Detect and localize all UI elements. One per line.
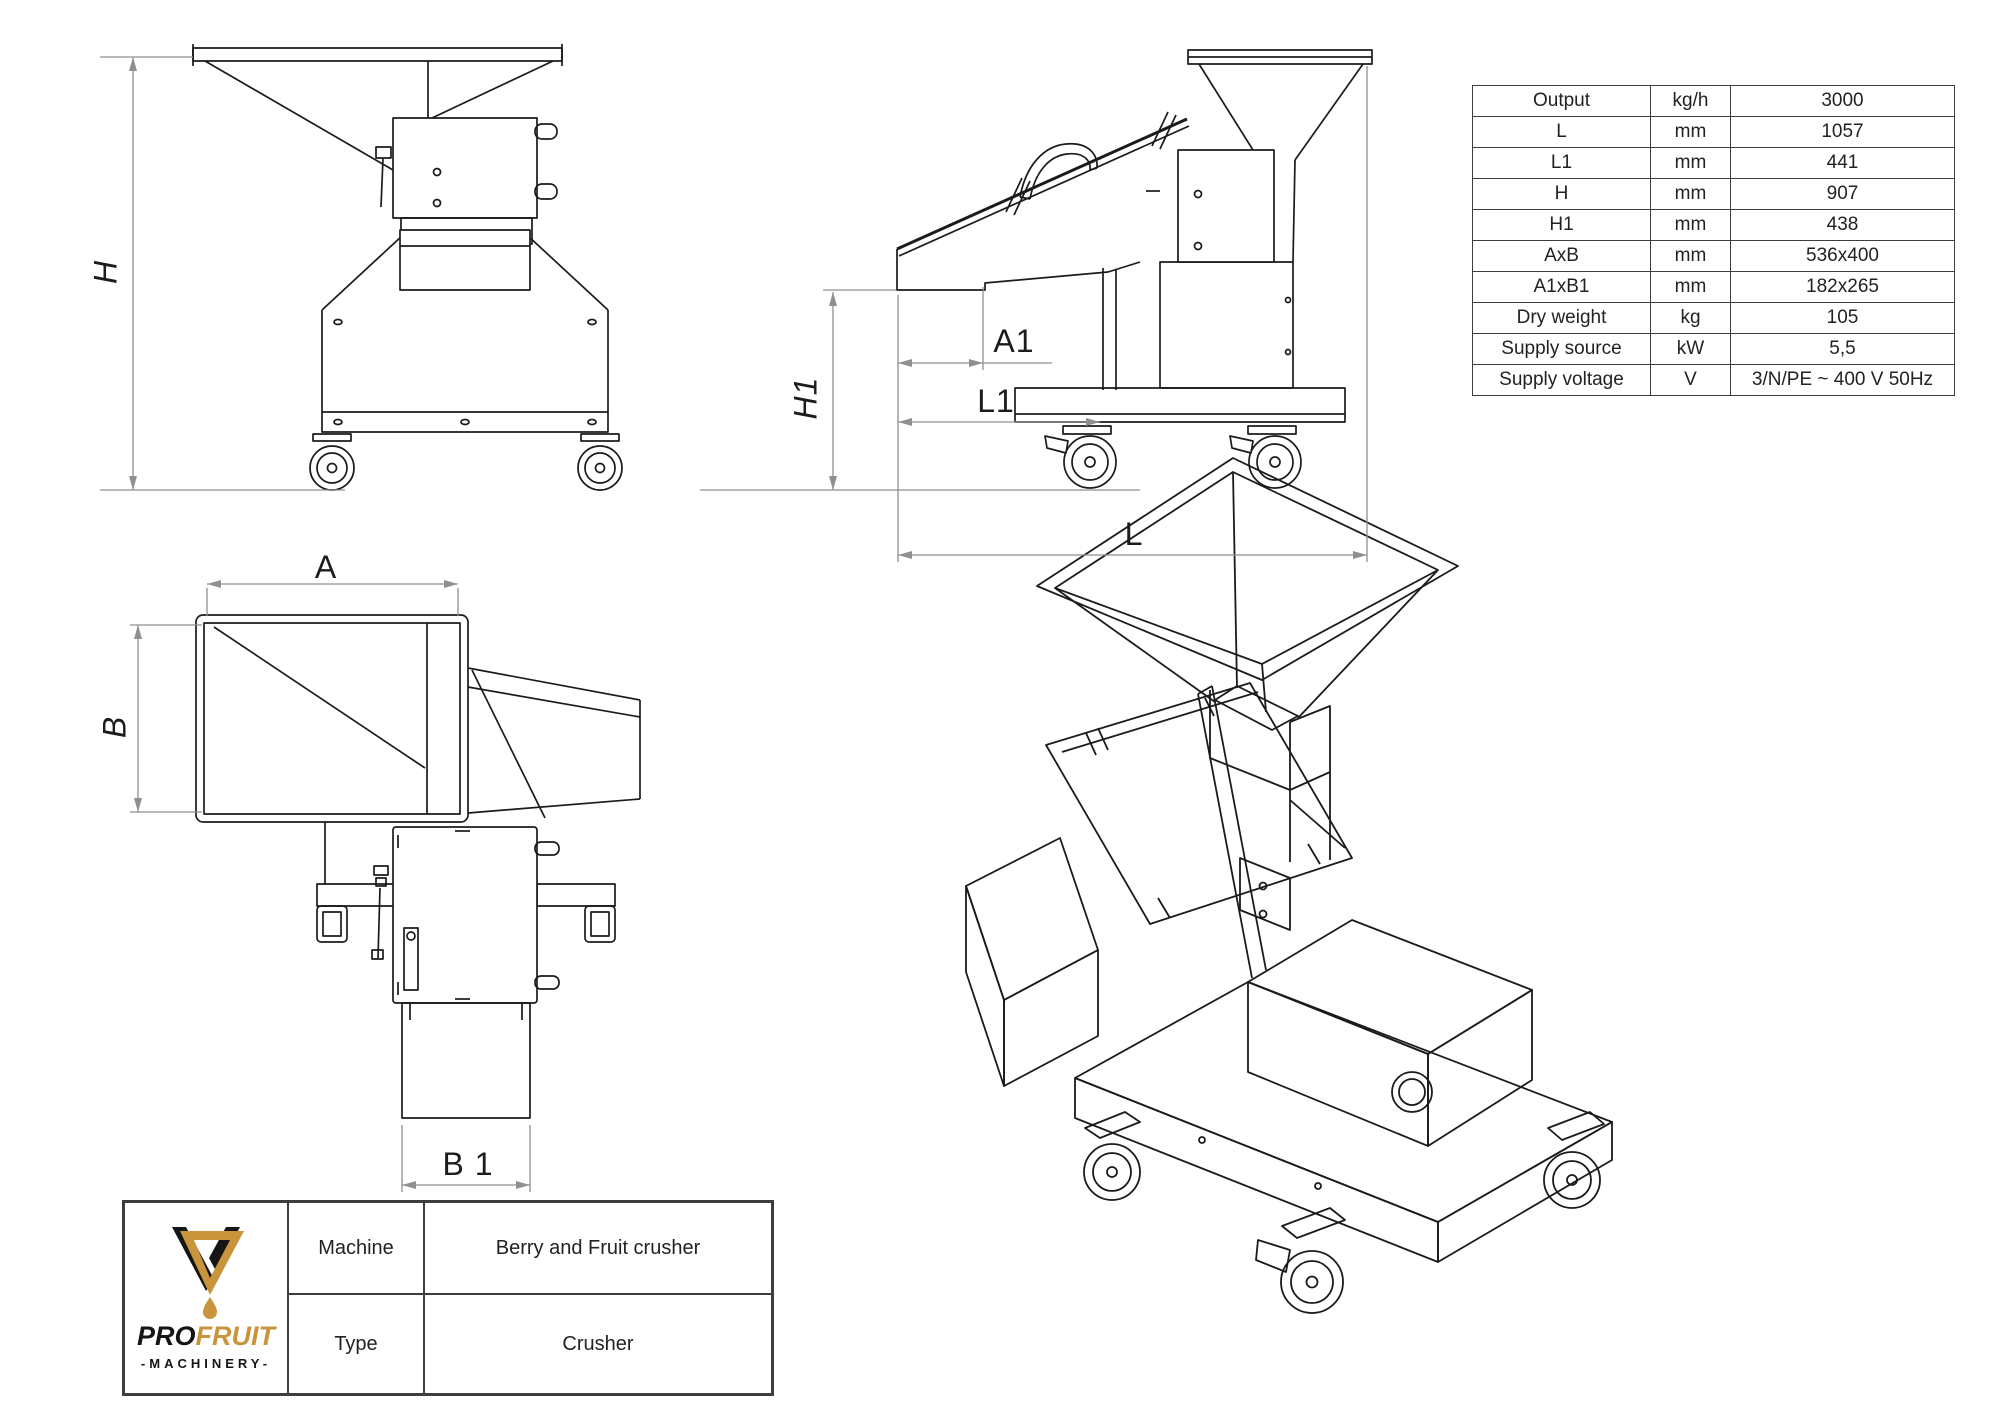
- dim-label-h1: H1: [787, 377, 823, 420]
- dim-label-a: A: [315, 549, 337, 585]
- spec-name: L1: [1472, 147, 1651, 179]
- dimension-lines: [100, 56, 1368, 1192]
- side-hopper: [1187, 49, 1373, 263]
- spec-unit: V: [1650, 364, 1731, 396]
- iso-housing: [1247, 919, 1533, 1147]
- spec-name: L: [1472, 116, 1651, 148]
- spec-name: H1: [1472, 209, 1651, 241]
- table-row: A1xB1 mm 182x265: [1472, 271, 1955, 303]
- top-lid-projection: [467, 667, 641, 819]
- iso-lid: [1045, 682, 1353, 925]
- side-frame: [1014, 268, 1346, 423]
- spec-name: Output: [1472, 85, 1651, 117]
- table-row: H mm 907: [1472, 178, 1955, 210]
- profruit-logo-icon: [172, 1227, 244, 1319]
- spec-unit: kg: [1650, 302, 1731, 334]
- spec-name: Dry weight: [1472, 302, 1651, 334]
- table-row: H1 mm 438: [1472, 209, 1955, 241]
- machine-value: Berry and Fruit crusher: [424, 1202, 772, 1294]
- iso-casters: [1083, 1071, 1605, 1314]
- spec-name: Supply voltage: [1472, 364, 1651, 396]
- table-row: Output kg/h 3000: [1472, 85, 1955, 117]
- front-crusher-door: [375, 117, 558, 245]
- spec-value: 3000: [1730, 85, 1955, 117]
- type-label: Type: [288, 1294, 424, 1394]
- table-row: L1 mm 441: [1472, 147, 1955, 179]
- spec-value: 907: [1730, 178, 1955, 210]
- dimension-labels: H H1 A1 L1 L A B B 1: [87, 260, 1144, 1182]
- top-hopper: [195, 614, 469, 823]
- table-row: Supply voltage V 3/N/PE ~ 400 V 50Hz: [1472, 364, 1955, 396]
- spec-unit: mm: [1650, 178, 1731, 210]
- spec-name: Supply source: [1472, 333, 1651, 365]
- iso-neck: [1209, 690, 1346, 862]
- top-door-panel: [392, 826, 560, 1004]
- side-view: [896, 49, 1373, 489]
- isometric-view: [965, 457, 1613, 1314]
- side-handle: [1019, 143, 1098, 200]
- side-casters: [1044, 425, 1302, 489]
- dim-label-b: B: [96, 716, 132, 738]
- machine-label: Machine: [288, 1202, 424, 1294]
- top-chute: [401, 1002, 531, 1119]
- front-hopper: [192, 44, 563, 171]
- dim-label-b1: B 1: [442, 1146, 493, 1182]
- spec-unit: mm: [1650, 271, 1731, 303]
- spec-value: 536x400: [1730, 240, 1955, 272]
- table-row: Supply source kW 5,5: [1472, 333, 1955, 365]
- logo-text-fruit: FRUIT: [195, 1321, 275, 1351]
- dim-label-a1: A1: [993, 323, 1034, 359]
- spec-unit: mm: [1650, 209, 1731, 241]
- table-row: L mm 1057: [1472, 116, 1955, 148]
- type-value: Crusher: [424, 1294, 772, 1394]
- spec-value: 3/N/PE ~ 400 V 50Hz: [1730, 364, 1955, 396]
- logo-text-machinery: -MACHINERY-: [140, 1356, 272, 1371]
- spec-unit: kW: [1650, 333, 1731, 365]
- spec-name: H: [1472, 178, 1651, 210]
- spec-value: 105: [1730, 302, 1955, 334]
- front-stand: [321, 229, 609, 433]
- front-view: [192, 44, 623, 491]
- spec-table: Output kg/h 3000 L mm 1057 L1 mm 441 H m…: [1472, 85, 1955, 396]
- side-crusher-box: [1159, 149, 1294, 389]
- table-row: Dry weight kg 105: [1472, 302, 1955, 334]
- iso-support-frame: [1197, 685, 1291, 979]
- spec-value: 438: [1730, 209, 1955, 241]
- side-latches: [1005, 111, 1177, 216]
- iso-hopper: [1036, 457, 1459, 731]
- spec-value: 5,5: [1730, 333, 1955, 365]
- spec-unit: kg/h: [1650, 85, 1731, 117]
- top-view: [195, 614, 641, 1119]
- spec-value: 1057: [1730, 116, 1955, 148]
- table-row: AxB mm 536x400: [1472, 240, 1955, 272]
- spec-unit: mm: [1650, 116, 1731, 148]
- dim-label-l1: L1: [977, 383, 1015, 419]
- dim-label-l: L: [1125, 516, 1144, 552]
- logo-text-pro: PRO: [137, 1321, 196, 1351]
- spec-value: 182x265: [1730, 271, 1955, 303]
- spec-name: A1xB1: [1472, 271, 1651, 303]
- spec-unit: mm: [1650, 240, 1731, 272]
- spec-value: 441: [1730, 147, 1955, 179]
- iso-discharge-box: [965, 837, 1099, 1087]
- side-body: [896, 117, 1190, 291]
- spec-unit: mm: [1650, 147, 1731, 179]
- dimension-arrows: [129, 57, 1367, 1189]
- dim-label-h: H: [87, 260, 123, 284]
- front-casters: [309, 433, 623, 491]
- iso-base: [1074, 981, 1613, 1263]
- spec-name: AxB: [1472, 240, 1651, 272]
